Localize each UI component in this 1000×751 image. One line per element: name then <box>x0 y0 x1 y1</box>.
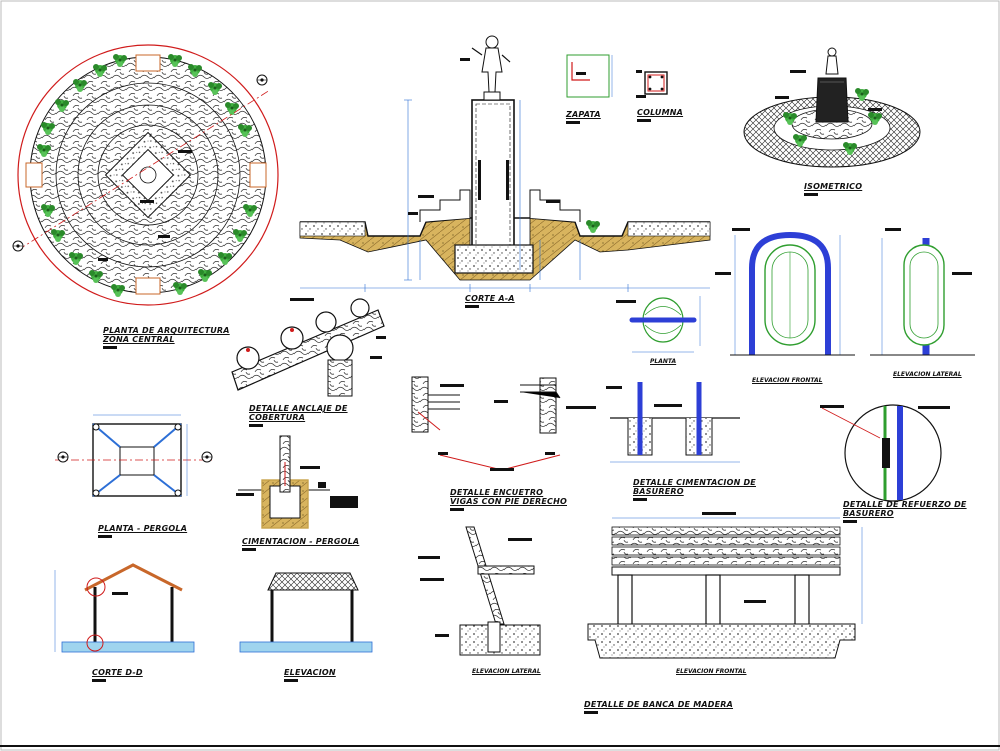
plaza-plan-view <box>12 44 279 306</box>
bin-reinforcement-detail <box>820 404 950 502</box>
bin-foundation-title-line1: DETALLE CIMENTACION DE <box>633 478 756 487</box>
bench-side-elevation <box>418 526 541 656</box>
plaza-plan-title-line1: PLANTA DE ARQUITECTURA <box>103 326 230 335</box>
scale-tag <box>633 498 647 501</box>
section-aa-view <box>299 35 711 292</box>
scale-tag <box>284 679 298 682</box>
pergola-foundation-detail <box>236 435 358 529</box>
scale-tag <box>242 548 256 551</box>
bin-plan-title: PLANTA <box>650 358 677 365</box>
zapata-title: ZAPATA <box>566 110 601 119</box>
roof-anchor-title-line1: DETALLE ANCLAJE DE <box>249 404 348 413</box>
scale-tag <box>450 508 464 511</box>
section-aa-title: CORTE A-A <box>465 294 515 303</box>
bin-reinforcement-title-line2: BASURERO <box>843 509 894 518</box>
scale-tag <box>103 346 117 349</box>
bench-side-title: ELEVACION LATERAL <box>472 668 541 675</box>
pergola-plan-view <box>55 414 215 497</box>
bench-front-title: ELEVACION FRONTAL <box>676 668 747 675</box>
scale-tag <box>92 679 106 682</box>
bin-side-title: ELEVACION LATERAL <box>893 371 962 378</box>
columna-title: COLUMNA <box>637 108 684 117</box>
pergola-foundation-title: CIMENTACION - PERGOLA <box>242 537 360 546</box>
scale-tag <box>804 193 818 196</box>
isometric-title: ISOMETRICO <box>804 182 863 191</box>
scale-tag <box>843 520 857 523</box>
pergola-plan-title: PLANTA - PERGOLA <box>98 524 188 533</box>
scale-tag <box>465 305 479 308</box>
isometric-view <box>743 47 921 168</box>
statue-icon <box>471 35 511 101</box>
section-dd-title: CORTE D-D <box>92 668 143 677</box>
scale-tag <box>249 424 263 427</box>
bin-foundation-detail <box>606 382 740 463</box>
pergola-elevation-view <box>239 572 373 653</box>
bin-side-elevation <box>870 228 975 356</box>
beam-joint-title-line1: DETALLE ENCUETRO <box>450 488 544 497</box>
scale-tag <box>98 535 112 538</box>
scale-tag <box>584 711 598 714</box>
bench-detail-title: DETALLE DE BANCA DE MADERA <box>584 700 734 709</box>
beam-joint-title-line2: VIGAS CON PIE DERECHO <box>450 497 568 506</box>
beam-joint-detail <box>411 376 596 471</box>
bench-front-elevation <box>587 512 863 659</box>
zapata-detail <box>566 54 613 98</box>
section-dd-view <box>54 563 195 653</box>
roof-anchor-title-line2: COBERTURA <box>249 413 306 422</box>
bin-front-elevation <box>715 228 855 356</box>
plaza-plan-title-line2: ZONA CENTRAL <box>103 335 175 344</box>
bin-plan-view <box>616 296 701 353</box>
roof-anchor-detail <box>231 298 386 397</box>
scale-tag <box>637 119 651 122</box>
bin-front-title: ELEVACION FRONTAL <box>752 377 823 384</box>
bin-foundation-title-line2: BASURERO <box>633 487 684 496</box>
bin-reinforcement-title-line1: DETALLE DE REFUERZO DE <box>843 500 967 509</box>
columna-detail <box>636 70 668 98</box>
pergola-elevation-title: ELEVACION <box>284 668 336 677</box>
scale-tag <box>566 121 580 124</box>
